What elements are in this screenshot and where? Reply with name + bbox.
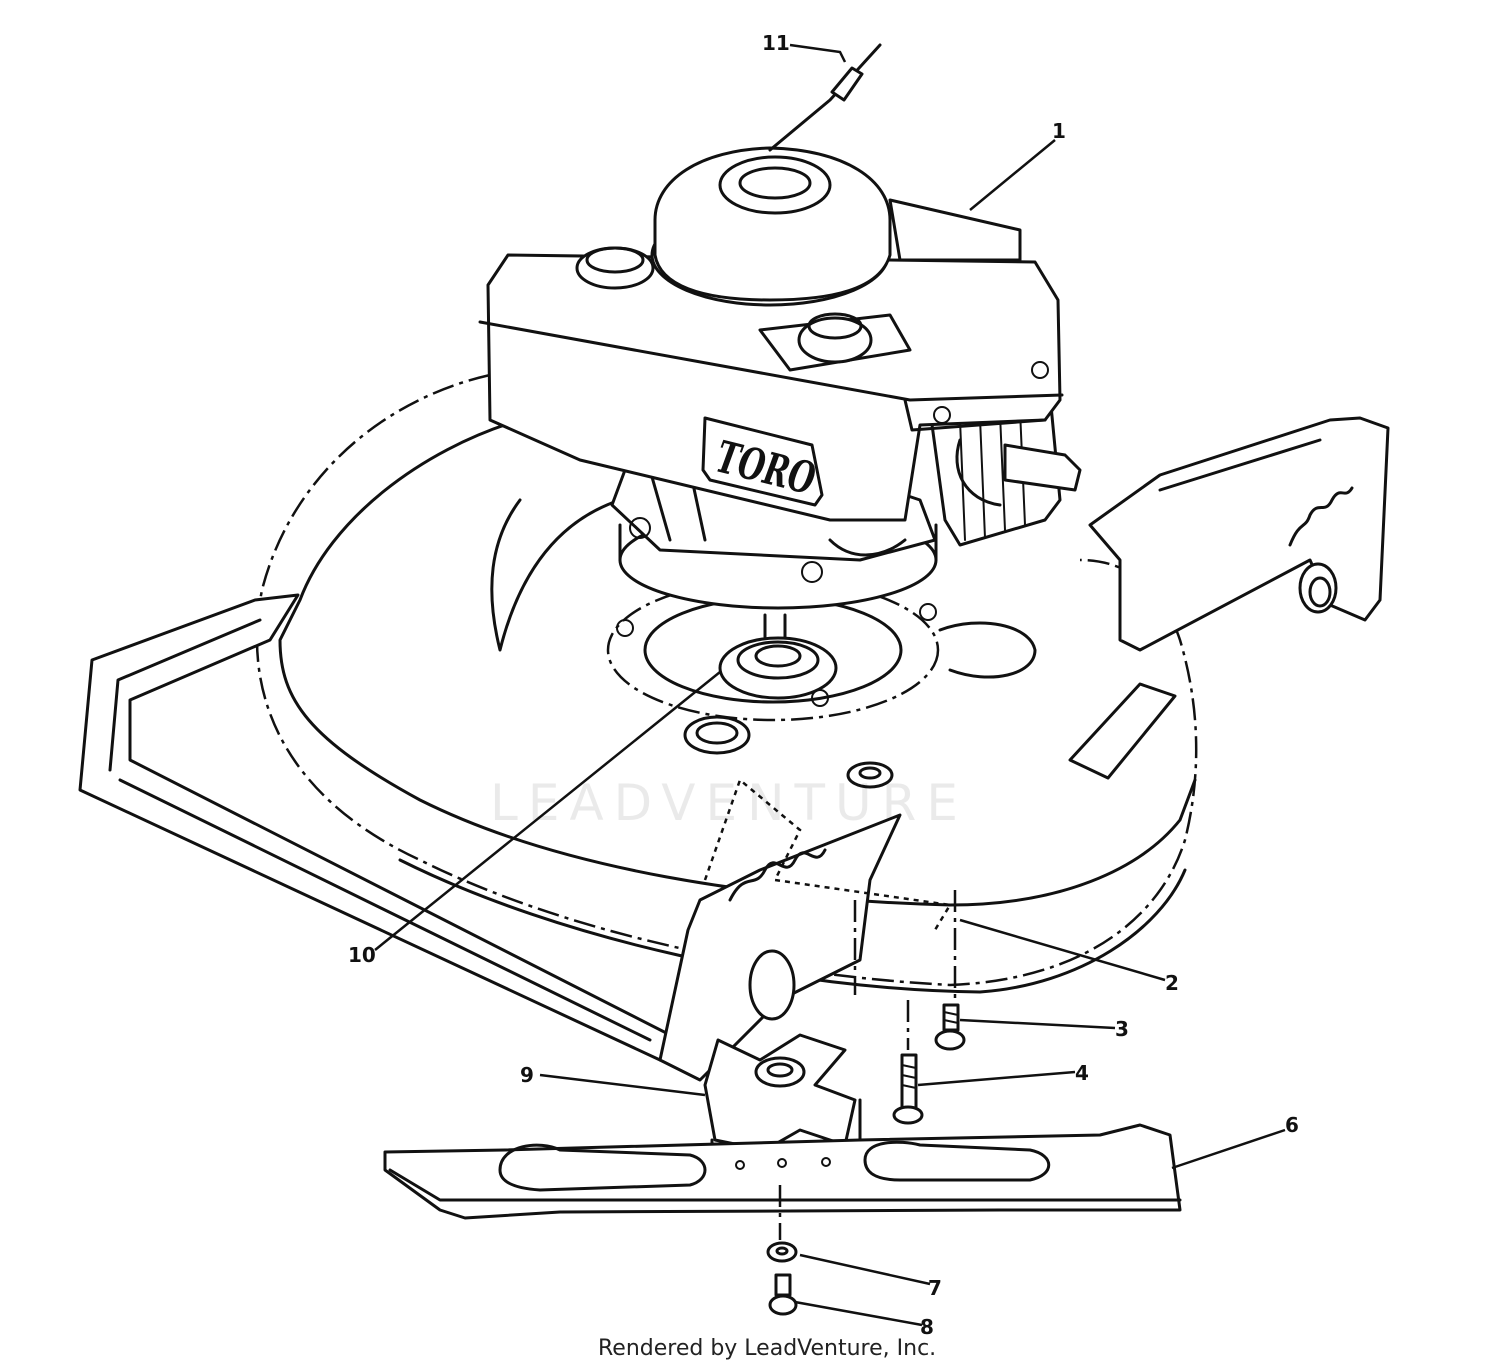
blade-bolt-8 xyxy=(768,1273,798,1316)
alignment-lines xyxy=(778,890,957,1240)
footer-credit: Rendered by LeadVenture, Inc. xyxy=(598,1336,936,1361)
callout-3: 3 xyxy=(1115,1017,1129,1041)
washers xyxy=(683,715,894,789)
throttle-cable xyxy=(768,43,882,152)
crankshaft-spindle xyxy=(718,613,838,700)
height-adjust-bracket-front xyxy=(658,777,953,1082)
blade-adapter xyxy=(703,1033,862,1152)
callout-7: 7 xyxy=(928,1276,942,1300)
height-adjust-arm-right xyxy=(1088,416,1390,652)
callout-6: 6 xyxy=(1285,1113,1299,1137)
callout-labels: 1 2 3 4 6 7 8 9 10 11 xyxy=(348,31,1299,1339)
watermark: LEADVENTURE xyxy=(490,774,968,832)
bolt-3 xyxy=(934,1003,966,1051)
callout-4: 4 xyxy=(1075,1061,1089,1085)
callout-1: 1 xyxy=(1052,119,1066,143)
engine: TORO xyxy=(478,146,1082,610)
callout-2: 2 xyxy=(1165,971,1179,995)
lock-washer-7 xyxy=(766,1241,798,1263)
bolt-4 xyxy=(892,1053,924,1125)
callout-8: 8 xyxy=(920,1315,934,1339)
leader-lines xyxy=(374,43,1286,1327)
callout-11: 11 xyxy=(762,31,790,55)
callout-9: 9 xyxy=(520,1063,534,1087)
callout-10: 10 xyxy=(348,943,376,967)
mower-blade xyxy=(383,1123,1182,1220)
